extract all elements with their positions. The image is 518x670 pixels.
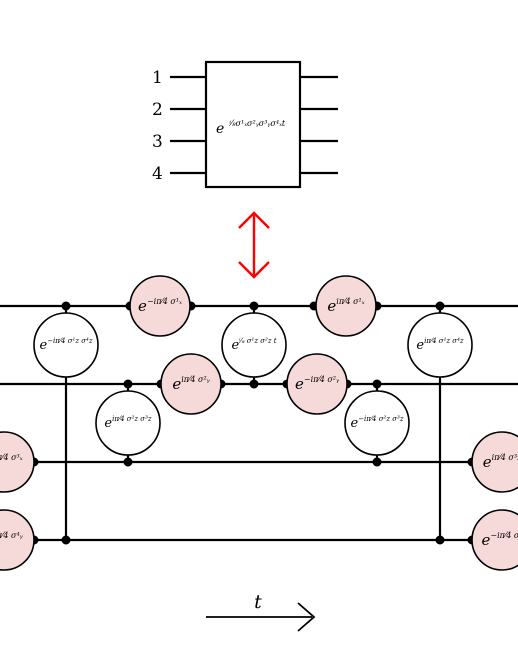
gate-x1-neg: e−iπ⁄4 σ¹ₓ xyxy=(129,275,191,337)
qubit-label-4: 4 xyxy=(152,164,163,184)
time-arrow: t xyxy=(206,591,316,632)
top-operator-block: 1 2 3 4 e ⁱ⁄₈σ¹ₓσ²ᵧσ³ᵧσ⁴ₓt xyxy=(152,60,338,189)
svg-text:eiπ⁄4 σ¹ₓ: eiπ⁄4 σ¹ₓ xyxy=(327,297,364,315)
gate-zz-23-neg: e−iπ⁄4 σ²z σ³z xyxy=(344,390,410,456)
operator-expression: e ⁱ⁄₈σ¹ₓσ²ᵧσ³ᵧσ⁴ₓt xyxy=(216,118,286,137)
svg-text:eiπ⁄4 σ³z: eiπ⁄4 σ³z xyxy=(483,453,518,471)
svg-text:eiπ⁄4 σ²z σ³z: eiπ⁄4 σ²z σ³z xyxy=(104,415,151,431)
svg-text:eiπ⁄4 σ⁴ᵧ: eiπ⁄4 σ⁴ᵧ xyxy=(0,531,23,549)
svg-text:eiπ⁄4 σ³ₓ: eiπ⁄4 σ³ₓ xyxy=(0,453,23,471)
qubit-label-1: 1 xyxy=(152,68,163,88)
qubit-label-2: 2 xyxy=(152,100,163,120)
svg-text:e−iπ⁄4 σ²z σ³z: e−iπ⁄4 σ²z σ³z xyxy=(350,415,403,431)
qubit-label-3: 3 xyxy=(152,132,163,152)
gate-y2-pos: eiπ⁄4 σ²ᵧ xyxy=(160,353,222,415)
gate-x3-left: eiπ⁄4 σ³ₓ xyxy=(0,431,35,493)
equivalence-arrow xyxy=(238,211,270,279)
gate-zz-12-time: eⁱ⁄₈ σ¹z σ²z t xyxy=(221,312,287,378)
gate-zz-14-neg: e−iπ⁄4 σ¹z σ⁴z xyxy=(33,312,99,378)
gate-4-right: e−iπ⁄4 σ⁴ xyxy=(471,509,518,571)
operator-base: e xyxy=(216,121,224,137)
gate-z3-right: eiπ⁄4 σ³z xyxy=(471,431,518,493)
svg-text:eiπ⁄4 σ²ᵧ: eiπ⁄4 σ²ᵧ xyxy=(172,375,209,393)
svg-text:e−iπ⁄4 σ²ᵧ: e−iπ⁄4 σ²ᵧ xyxy=(295,375,339,393)
gate-zz-23-pos: eiπ⁄4 σ²z σ³z xyxy=(95,390,161,456)
svg-text:e−iπ⁄4 σ⁴: e−iπ⁄4 σ⁴ xyxy=(481,531,518,549)
operator-box xyxy=(204,60,302,189)
svg-text:eⁱ⁄₈ σ¹z σ²z t: eⁱ⁄₈ σ¹z σ²z t xyxy=(231,337,276,353)
gate-x1-pos: eiπ⁄4 σ¹ₓ xyxy=(315,275,377,337)
svg-text:e−iπ⁄4 σ¹z σ⁴z: e−iπ⁄4 σ¹z σ⁴z xyxy=(39,337,92,353)
time-label: t xyxy=(254,591,262,613)
operator-exponent: ⁱ⁄₈σ¹ₓσ²ᵧσ³ᵧσ⁴ₓt xyxy=(228,119,286,128)
svg-text:eiπ⁄4 σ¹z σ⁴z: eiπ⁄4 σ¹z σ⁴z xyxy=(416,337,463,353)
gate-y2-neg: e−iπ⁄4 σ²ᵧ xyxy=(286,353,348,415)
gate-y4-left: eiπ⁄4 σ⁴ᵧ xyxy=(0,509,35,571)
svg-text:e−iπ⁄4 σ¹ₓ: e−iπ⁄4 σ¹ₓ xyxy=(138,297,182,315)
gate-zz-14-pos: eiπ⁄4 σ¹z σ⁴z xyxy=(407,312,473,378)
